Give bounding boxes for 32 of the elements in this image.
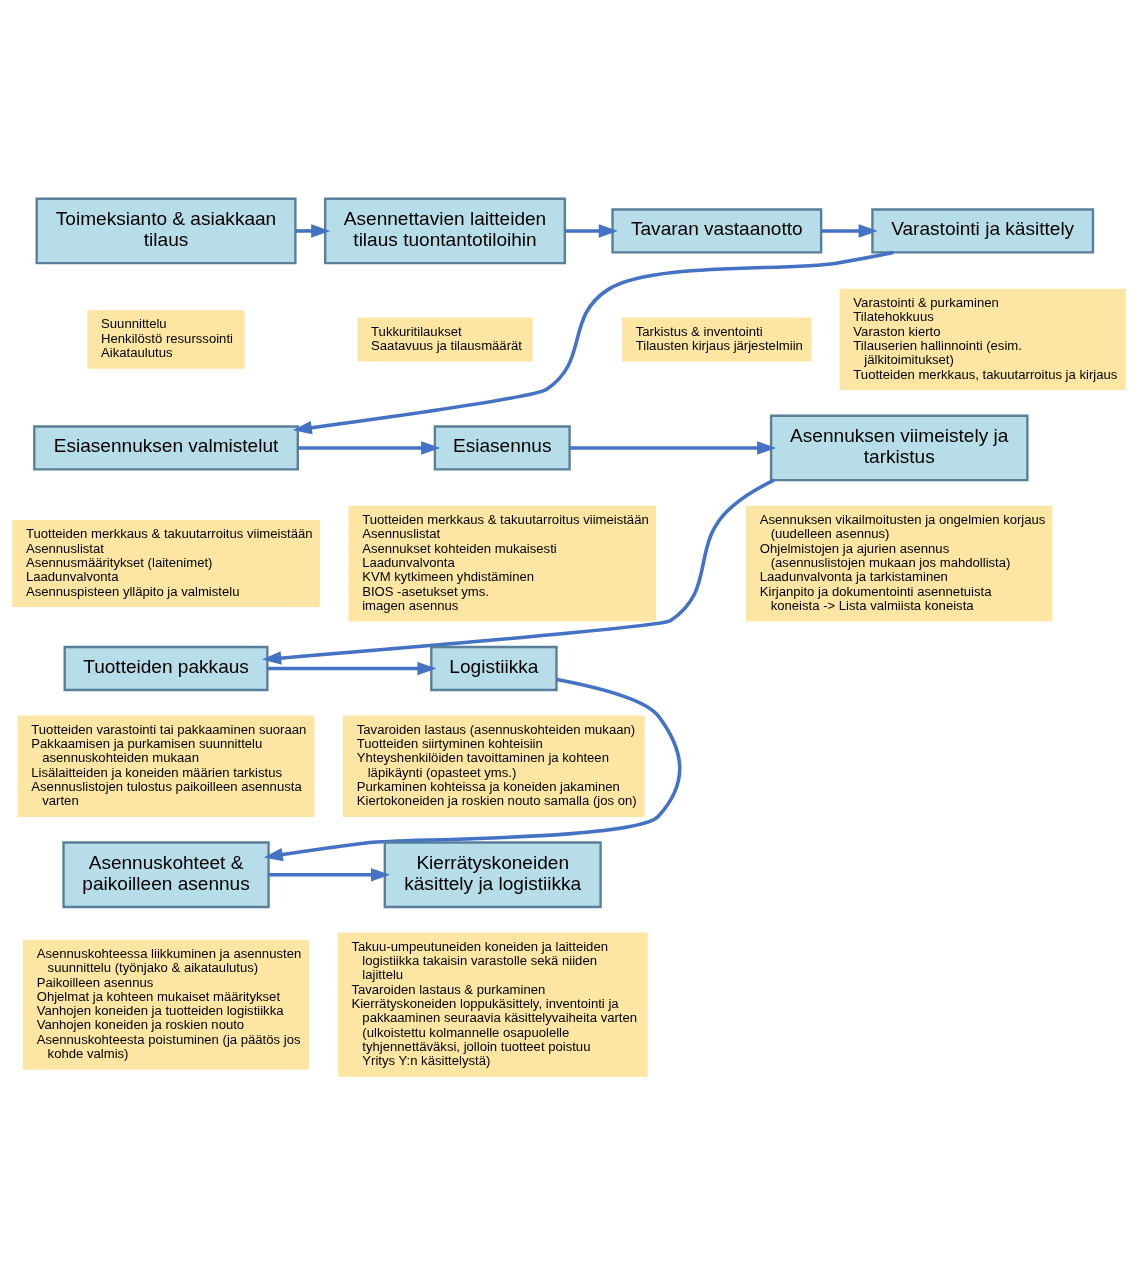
- arrow: [268, 867, 391, 881]
- node-box: Asennuksen vikailmoitusten ja ongelmien korjaus (uudelleen asennus) Ohjelmistojen ja ajurien asennus (asennuslistojen mukaan jos mahdollista) Laadunvalvonta ja tarkistaminen Kirjanpito ja dokumentointi asennetuista koneista -> Lista valmiista koneista: [746, 505, 1053, 621]
- node-box: Asennuskohteet & paikoilleen asennus: [62, 840, 270, 908]
- arrow: [295, 223, 331, 238]
- node-box: Kierrätyskoneiden käsittely ja logistiikka: [383, 840, 602, 908]
- arrow: [262, 478, 775, 665]
- arrow: [292, 250, 894, 434]
- arrow: [569, 440, 777, 455]
- arrow: [298, 440, 441, 455]
- node-box: Suunnittelu Henkilöstö resurssointi Aikataulutus: [87, 309, 245, 369]
- node-box: Tarkistus & inventointi Tilausten kirjaus järjestelmiin: [622, 316, 812, 361]
- node-box: Varastointi & purkaminen Tilatehokkuus Varaston kierto Tilauserien hallinnointi (esim. jälkitoimitukset) Tuotteiden merkkaus, takuutarroitus ja kirjaus: [839, 288, 1126, 390]
- node-box: Tukkuritilaukset Saatavuus ja tilausmäärät: [357, 316, 533, 361]
- node-box: Esiasennuksen valmistelut: [33, 424, 299, 471]
- node-box: Varastointi ja käsittely: [871, 207, 1095, 254]
- node-box: Tuotteiden merkkaus & takuutarroitus viimeistään Asennuslistat Asennusmääritykset (laitenimet) Laadunvalvonta Asennuspisteen ylläpito ja valmistelu: [12, 519, 320, 607]
- node-box: Logistiikka: [430, 645, 558, 691]
- node-box: Asennuskohteessa liikkuminen ja asennusten suunnittelu (työnjako & aikataulutus) Paikoilleen asennus Ohjelmat ja kohteen mukaiset määritykset Vanhojen koneiden ja tuotteiden logistiikka Vanhojen koneiden ja roskien nouto Asennuskohteesta poistuminen (ja päätös jos kohde valmis): [22, 939, 310, 1070]
- node-box: Takuu-umpeutuneiden koneiden ja laitteiden logistiikka takaisin varastolle sekä niiden lajittelu Tavaroiden lastaus & purkaminen Kierrätyskoneiden loppukäsittely, inventointi ja pakkaaminen seuraavia käsittelyvaiheita varten (ulkoistettu kolmannelle osapuolelle tyhjennettäväksi, jolloin tuotteet poistuu Yritys Y:n käsittelystä): [337, 932, 648, 1077]
- node-box: Asennuksen viimeistely ja tarkistus: [769, 414, 1029, 481]
- arrow: [263, 677, 682, 861]
- arrow: [565, 223, 618, 238]
- node-box: Esiasennus: [433, 424, 571, 471]
- node-box: Tuotteiden merkkaus & takuutarroitus viimeistään Asennuslistat Asennukset kohteiden mukaisesti Laadunvalvonta KVM kytkimeen yhdistäminen BIOS -asetukset yms. imagen asennus: [348, 505, 657, 621]
- node-box: Tuotteiden varastointi tai pakkaaminen suoraan Pakkaamisen ja purkamisen suunnittelu asennuskohteiden mukaan Lisälaitteiden ja koneiden määrien tarkistus Asennuslistojen tulostus paikoilleen asennusta varten: [17, 715, 315, 817]
- node-box: Tuotteiden pakkaus: [63, 645, 269, 691]
- node-box: Asennettavien laitteiden tilaus tuontantotiloihin: [324, 197, 567, 264]
- arrow: [267, 661, 437, 675]
- node-box: Toimeksianto & asiakkaan tilaus: [35, 197, 297, 264]
- node-box: Tavaran vastaanotto: [611, 207, 823, 254]
- arrow: [821, 223, 878, 238]
- node-box: Tavaroiden lastaus (asennuskohteiden mukaan) Tuotteiden siirtyminen kohteisiin Yhteyshenkilöiden tavoittaminen ja kohteen läpikäynti (opasteet yms.) Purkaminen kohteissa ja koneiden jakaminen Kiertokoneiden ja roskien nouto samalla (jos on): [343, 715, 645, 817]
